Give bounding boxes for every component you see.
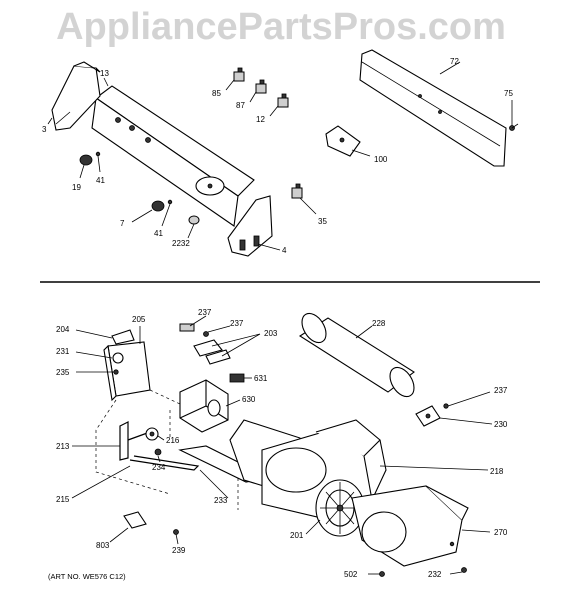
label-239: 239	[172, 546, 186, 555]
label-72: 72	[450, 57, 459, 66]
label-630: 630	[242, 395, 256, 404]
label-231: 231	[56, 347, 70, 356]
label-502: 502	[344, 570, 358, 579]
label-235: 235	[56, 368, 70, 377]
label-218: 218	[490, 467, 504, 476]
part-204-clamp[interactable]	[111, 329, 135, 345]
label-631: 631	[254, 374, 268, 383]
label-237c: 237	[494, 386, 508, 395]
part-215-belt[interactable]	[129, 455, 200, 471]
label-233: 233	[214, 496, 228, 505]
part-87-switch[interactable]	[255, 79, 267, 94]
part-100-timer[interactable]	[325, 125, 361, 157]
part-13-control-panel[interactable]	[91, 85, 255, 227]
part-35-switch[interactable]	[291, 183, 303, 199]
part-237-screw-right[interactable]	[443, 403, 449, 409]
label-87: 87	[236, 101, 245, 110]
label-216: 216	[166, 436, 180, 445]
label-75: 75	[504, 89, 513, 98]
part-41-clip[interactable]	[95, 151, 101, 157]
part-234-pulley[interactable]	[154, 448, 162, 456]
part-239-screw[interactable]	[173, 529, 179, 545]
label-85: 85	[212, 89, 221, 98]
part-85-switch[interactable]	[233, 67, 245, 82]
part-631-plug[interactable]	[229, 373, 245, 383]
label-803: 803	[96, 541, 110, 550]
label-3: 3	[42, 125, 47, 134]
part-230-thermostat[interactable]	[415, 405, 441, 427]
part-12-switch[interactable]	[277, 93, 289, 108]
label-2232: 2232	[172, 239, 190, 248]
label-230: 230	[494, 420, 508, 429]
label-41a: 41	[96, 176, 105, 185]
part-203-clamp[interactable]	[193, 339, 231, 365]
part-237-screw[interactable]	[203, 331, 209, 337]
label-13: 13	[100, 69, 109, 78]
part-235-screw[interactable]	[113, 369, 119, 375]
label-228: 228	[372, 319, 386, 328]
label-19: 19	[72, 183, 81, 192]
label-213: 213	[56, 442, 70, 451]
part-237-clip[interactable]	[179, 323, 195, 332]
part-19-knob[interactable]	[79, 154, 93, 166]
label-201: 201	[290, 531, 304, 540]
label-7: 7	[120, 219, 125, 228]
label-100: 100	[374, 155, 388, 164]
label-4: 4	[282, 246, 287, 255]
part-2232-button[interactable]	[188, 215, 200, 225]
label-203: 203	[264, 329, 278, 338]
label-237a: 237	[198, 308, 212, 317]
part-4-end-cap[interactable]	[227, 195, 273, 257]
part-803-bracket[interactable]	[123, 511, 147, 529]
art-number: (ART NO. WE576 C12)	[48, 572, 126, 581]
part-630-motor[interactable]	[179, 379, 229, 433]
part-72-rear-panel[interactable]	[359, 49, 507, 167]
label-204: 204	[56, 325, 70, 334]
part-7-knob[interactable]	[151, 199, 173, 212]
part-216-idler-pulley[interactable]	[145, 427, 159, 441]
part-228-duct[interactable]	[297, 309, 419, 401]
label-232: 232	[428, 570, 442, 579]
label-215: 215	[56, 495, 70, 504]
part-201-blower-wheel[interactable]	[315, 479, 365, 537]
label-41b: 41	[154, 229, 163, 238]
part-213-belt-spring[interactable]	[119, 421, 151, 461]
part-502-screw[interactable]	[379, 571, 385, 577]
part-231-spring[interactable]	[112, 352, 124, 364]
part-270-blower-cover[interactable]	[351, 485, 469, 567]
label-35: 35	[318, 217, 327, 226]
watermark-text: AppliancePartsPros.com	[56, 6, 506, 48]
part-232-screw[interactable]	[461, 567, 467, 573]
part-205-bracket[interactable]	[103, 341, 151, 402]
label-205: 205	[132, 315, 146, 324]
label-234: 234	[152, 463, 166, 472]
label-237b: 237	[230, 319, 244, 328]
part-75-screw[interactable]	[509, 123, 519, 131]
label-12: 12	[256, 115, 265, 124]
label-270: 270	[494, 528, 508, 537]
part-3-end-cap[interactable]	[51, 61, 101, 131]
